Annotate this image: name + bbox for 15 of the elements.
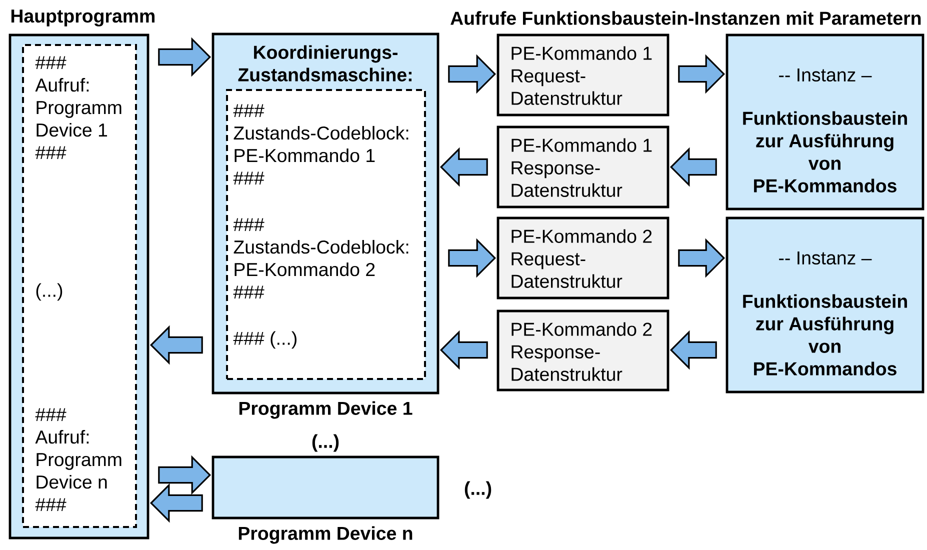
- data-structure-box: PE-Kommando 2 Response-Datenstruktur: [496, 310, 670, 392]
- data-structure-box: PE-Kommando 1 Request-Datenstruktur: [496, 34, 670, 116]
- function-block-box: -- Instanz – Funktionsbaustein zur Ausführung von PE-Kommandos: [726, 34, 924, 210]
- node-label: Programm Device n: [238, 526, 412, 544]
- code-listing-box: ### Aufruf: Programm Device 1 ### (...) ### Aufruf: Programm Device n ###: [22, 44, 137, 528]
- data-structure-box: PE-Kommando 2 Request-Datenstruktur: [496, 216, 670, 300]
- node-label: Hauptprogramm: [11, 10, 154, 26]
- node-label: Programm Device 1: [239, 401, 412, 419]
- ellipsis-text: (...): [312, 434, 339, 452]
- heading: Aufrufe Funktionsbaustein-Instanzen mit Parametern: [450, 11, 921, 25]
- data-structure-box: PE-Kommando 1 Response-Datenstruktur: [496, 126, 670, 208]
- code-listing-box: ### Zustands-Codeblock: PE-Kommando 1 ### ### Zustands-Codeblock: PE-Kommando 2 ### ### (...): [226, 89, 426, 380]
- ellipsis-text: (...): [464, 481, 492, 499]
- function-block-box: -- Instanz – Funktionsbaustein zur Ausführung von PE-Kommandos: [726, 216, 924, 394]
- program-box: Programm Device n: [212, 456, 440, 544]
